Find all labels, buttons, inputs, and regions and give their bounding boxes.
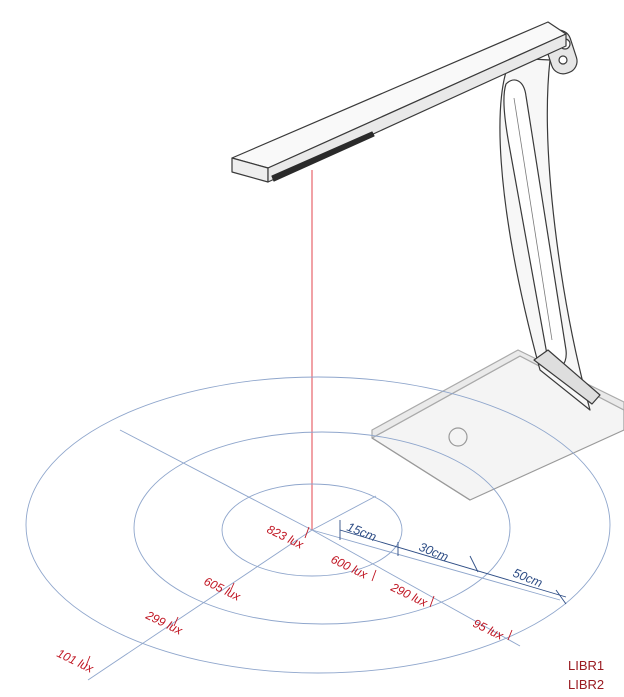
axis-front-right <box>311 529 561 601</box>
model-name-1: LIBR1 <box>568 658 605 673</box>
ring-30cm <box>133 431 511 625</box>
hinge-bolt <box>558 55 568 65</box>
lux-tick <box>85 655 91 667</box>
tick-50cm <box>555 589 567 605</box>
lux-tick <box>429 595 435 608</box>
lux-tick <box>371 569 377 582</box>
lux-tick <box>229 582 235 593</box>
illuminance-rings <box>25 376 611 681</box>
lamp-base <box>371 355 624 501</box>
lux-tick <box>507 629 513 641</box>
lux-label-15cm-right: 600 lux <box>329 552 371 582</box>
desk-lamp-icon <box>231 21 624 501</box>
lux-label-50cm-right: 95 lux <box>471 616 507 643</box>
lamp-arm-inner-edge <box>513 97 553 341</box>
lux-tick <box>173 616 179 627</box>
lux-label-30cm-left: 299 lux <box>143 608 186 638</box>
distance-ticks <box>339 520 567 605</box>
lux-label-50cm-left: 101 lux <box>55 646 97 676</box>
lux-ticks <box>85 526 513 667</box>
lamp-base-front-edge <box>371 437 471 501</box>
axis-upper-right <box>311 495 377 531</box>
model-name-2: LIBR2 <box>568 677 605 692</box>
ring-50cm <box>25 376 611 674</box>
tick-30cm <box>469 555 479 573</box>
lamp-led-strip <box>271 131 375 182</box>
dist-baseline <box>339 529 567 598</box>
axis-back-diagonal <box>119 429 313 531</box>
ring-15cm <box>221 483 403 577</box>
lux-tick <box>304 526 310 539</box>
distance-label-50cm: 50cm <box>511 566 545 590</box>
lamp-arm-foot <box>533 349 601 405</box>
axis-right-diagonal <box>311 529 521 647</box>
axis-left-diagonal <box>87 529 313 681</box>
base-button <box>448 427 468 447</box>
